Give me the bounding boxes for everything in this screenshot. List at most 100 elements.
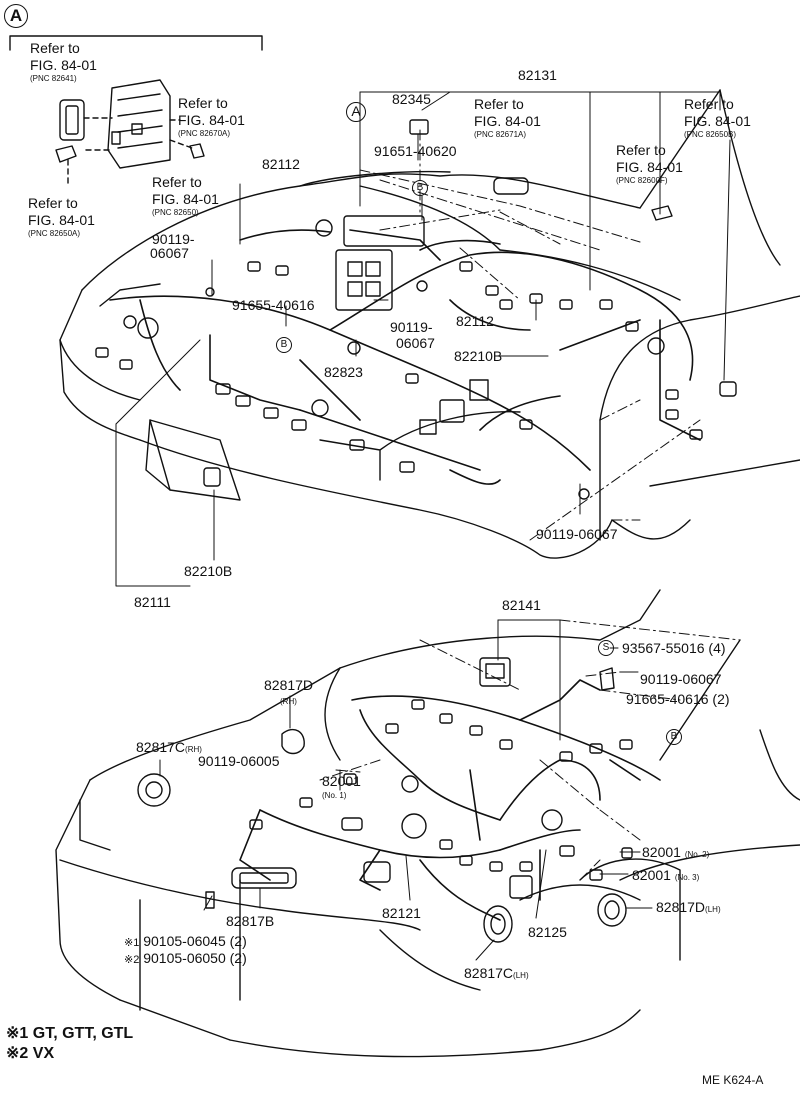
note-text: GT, GTT, GTL <box>32 1025 134 1042</box>
lower-harness <box>239 679 661 921</box>
ref-text: Refer to <box>616 142 666 158</box>
part-82823: 82823 <box>324 364 363 380</box>
upper-leaders <box>115 91 731 587</box>
inset-ref-82670a: Refer to FIG. 84-01 (PNC 82670A) <box>178 95 245 139</box>
section-marker-a-upper: A <box>346 102 366 122</box>
ref-pnc: (PNC 82600F) <box>616 176 668 185</box>
ref-pnc: (PNC 82650) <box>152 208 199 217</box>
part-number: 82001 <box>632 867 671 883</box>
ref-fig: FIG. 84-01 <box>28 212 95 228</box>
part-82001-no3: 82001 (No. 3) <box>632 868 699 882</box>
upper-harness <box>109 229 701 485</box>
ref-text: Refer to <box>684 96 734 112</box>
part-90119-e: 90119-06005 <box>198 753 280 769</box>
part-82141: 82141 <box>502 597 541 613</box>
ref-pnc: (PNC 82641) <box>30 74 77 83</box>
section-marker-a: A <box>4 4 28 28</box>
part-93567-55016: 93567-55016 (4) <box>622 640 726 656</box>
part-82817d-rh: 82817D <box>264 677 314 693</box>
ref-fig: FIG. 84-01 <box>30 57 97 73</box>
part-82131: 82131 <box>518 67 557 83</box>
ref-text: Refer to <box>30 40 80 56</box>
note-mark: ※2 <box>6 1045 29 1062</box>
ref-pnc: (PNC 82670A) <box>178 129 231 138</box>
part-90105-06045: ※1 90105-06045 (2) <box>124 934 247 949</box>
part-82817c-lh: 82817C(LH) <box>464 966 529 980</box>
upper-dash-dot-lines <box>359 129 701 541</box>
inset-ref-82641: Refer to FIG. 84-01 (PNC 82641) <box>30 40 97 84</box>
note-1: ※1 GT, GTT, GTL <box>6 1024 133 1044</box>
inset-parts <box>55 79 205 187</box>
ref-text: Refer to <box>474 96 524 112</box>
part-note: (No. 3) <box>674 873 700 882</box>
ref-pnc: (PNC 82650B) <box>684 130 737 139</box>
part-number: 90105-06050 (2) <box>143 950 247 966</box>
part-82125: 82125 <box>528 924 567 940</box>
part-82210b-b: 82210B <box>184 563 233 579</box>
upper-ref-82671a: Refer to FIG. 84-01 (PNC 82671A) <box>474 96 541 140</box>
part-note: (LH) <box>705 905 721 914</box>
inset-bracket <box>9 35 263 51</box>
ref-text: Refer to <box>152 174 202 190</box>
part-82112-a: 82112 <box>262 156 300 172</box>
part-note: (LH) <box>513 971 529 980</box>
part-82345: 82345 <box>392 91 431 107</box>
lower-dash-dot-lines <box>319 619 741 881</box>
part-90119-b-1: 90119- <box>390 319 433 335</box>
ref-fig: FIG. 84-01 <box>684 113 751 129</box>
part-90105-06050: ※2 90105-06050 (2) <box>124 951 247 966</box>
note-2: ※2 VX <box>6 1044 54 1064</box>
marker-b-upper-2: B <box>276 337 292 353</box>
inset-ref-82650a: Refer to FIG. 84-01 (PNC 82650A) <box>28 195 95 239</box>
ref-text: Refer to <box>28 195 78 211</box>
part-number: 82817C <box>136 739 186 755</box>
inset-ref-82650: Refer to FIG. 84-01 (PNC 82650) <box>152 174 219 218</box>
part-number: 82817D <box>656 899 706 915</box>
lower-connectors <box>137 657 633 943</box>
marker-b-upper-1: B <box>412 180 428 196</box>
part-82121: 82121 <box>382 905 421 921</box>
ref-fig: FIG. 84-01 <box>178 112 245 128</box>
part-82817b: 82817B <box>226 913 275 929</box>
upper-ref-82600f: Refer to FIG. 84-01 (PNC 82600F) <box>616 142 683 186</box>
figure-code: ME K624-A <box>702 1073 764 1087</box>
part-82817d-lh: 82817D(LH) <box>656 900 721 914</box>
ref-fig: FIG. 84-01 <box>616 159 683 175</box>
variant-mark: ※1 <box>124 937 140 949</box>
part-number: 82001 <box>642 844 681 860</box>
part-91651-40620: 91651-40620 <box>374 143 457 159</box>
part-82112-b: 82112 <box>456 313 494 329</box>
part-number: 82817C <box>464 965 514 981</box>
variant-mark: ※2 <box>124 954 140 966</box>
part-90119-b-2: 06067 <box>396 335 435 351</box>
part-82210b-a: 82210B <box>454 348 503 364</box>
part-82111: 82111 <box>134 594 171 610</box>
part-82001-no2: 82001 (No. 2) <box>642 845 709 859</box>
upper-ref-82650b: Refer to FIG. 84-01 (PNC 82650B) <box>684 96 751 140</box>
part-90119-c: 90119-06067 <box>536 526 618 542</box>
upper-connectors <box>95 119 737 500</box>
part-82817d-rh-note: (RH) <box>280 697 297 706</box>
ref-pnc: (PNC 82671A) <box>474 130 527 139</box>
ref-fig: FIG. 84-01 <box>152 191 219 207</box>
note-mark: ※1 <box>6 1025 29 1042</box>
part-note: (RH) <box>185 745 202 754</box>
part-90119-a-2: 06067 <box>150 245 189 261</box>
part-90119-a-1: 90119- <box>152 231 195 247</box>
ref-text: Refer to <box>178 95 228 111</box>
part-91665-40616: 91665-40616 (2) <box>626 691 730 707</box>
part-82001-no1: 82001 <box>322 773 361 789</box>
note-text: VX <box>32 1045 55 1062</box>
part-90119-d: 90119-06067 <box>640 671 722 687</box>
part-91655-40616: 91655-40616 <box>232 297 315 313</box>
part-number: 90105-06045 (2) <box>143 933 247 949</box>
ref-pnc: (PNC 82650A) <box>28 229 81 238</box>
part-82001-no1-note: (No. 1) <box>322 791 347 800</box>
marker-b-lower: B <box>666 729 682 745</box>
ref-fig: FIG. 84-01 <box>474 113 541 129</box>
lower-car-outline <box>55 589 800 1058</box>
part-82817c-rh: 82817C(RH) <box>136 740 202 754</box>
marker-s: S <box>598 640 614 656</box>
